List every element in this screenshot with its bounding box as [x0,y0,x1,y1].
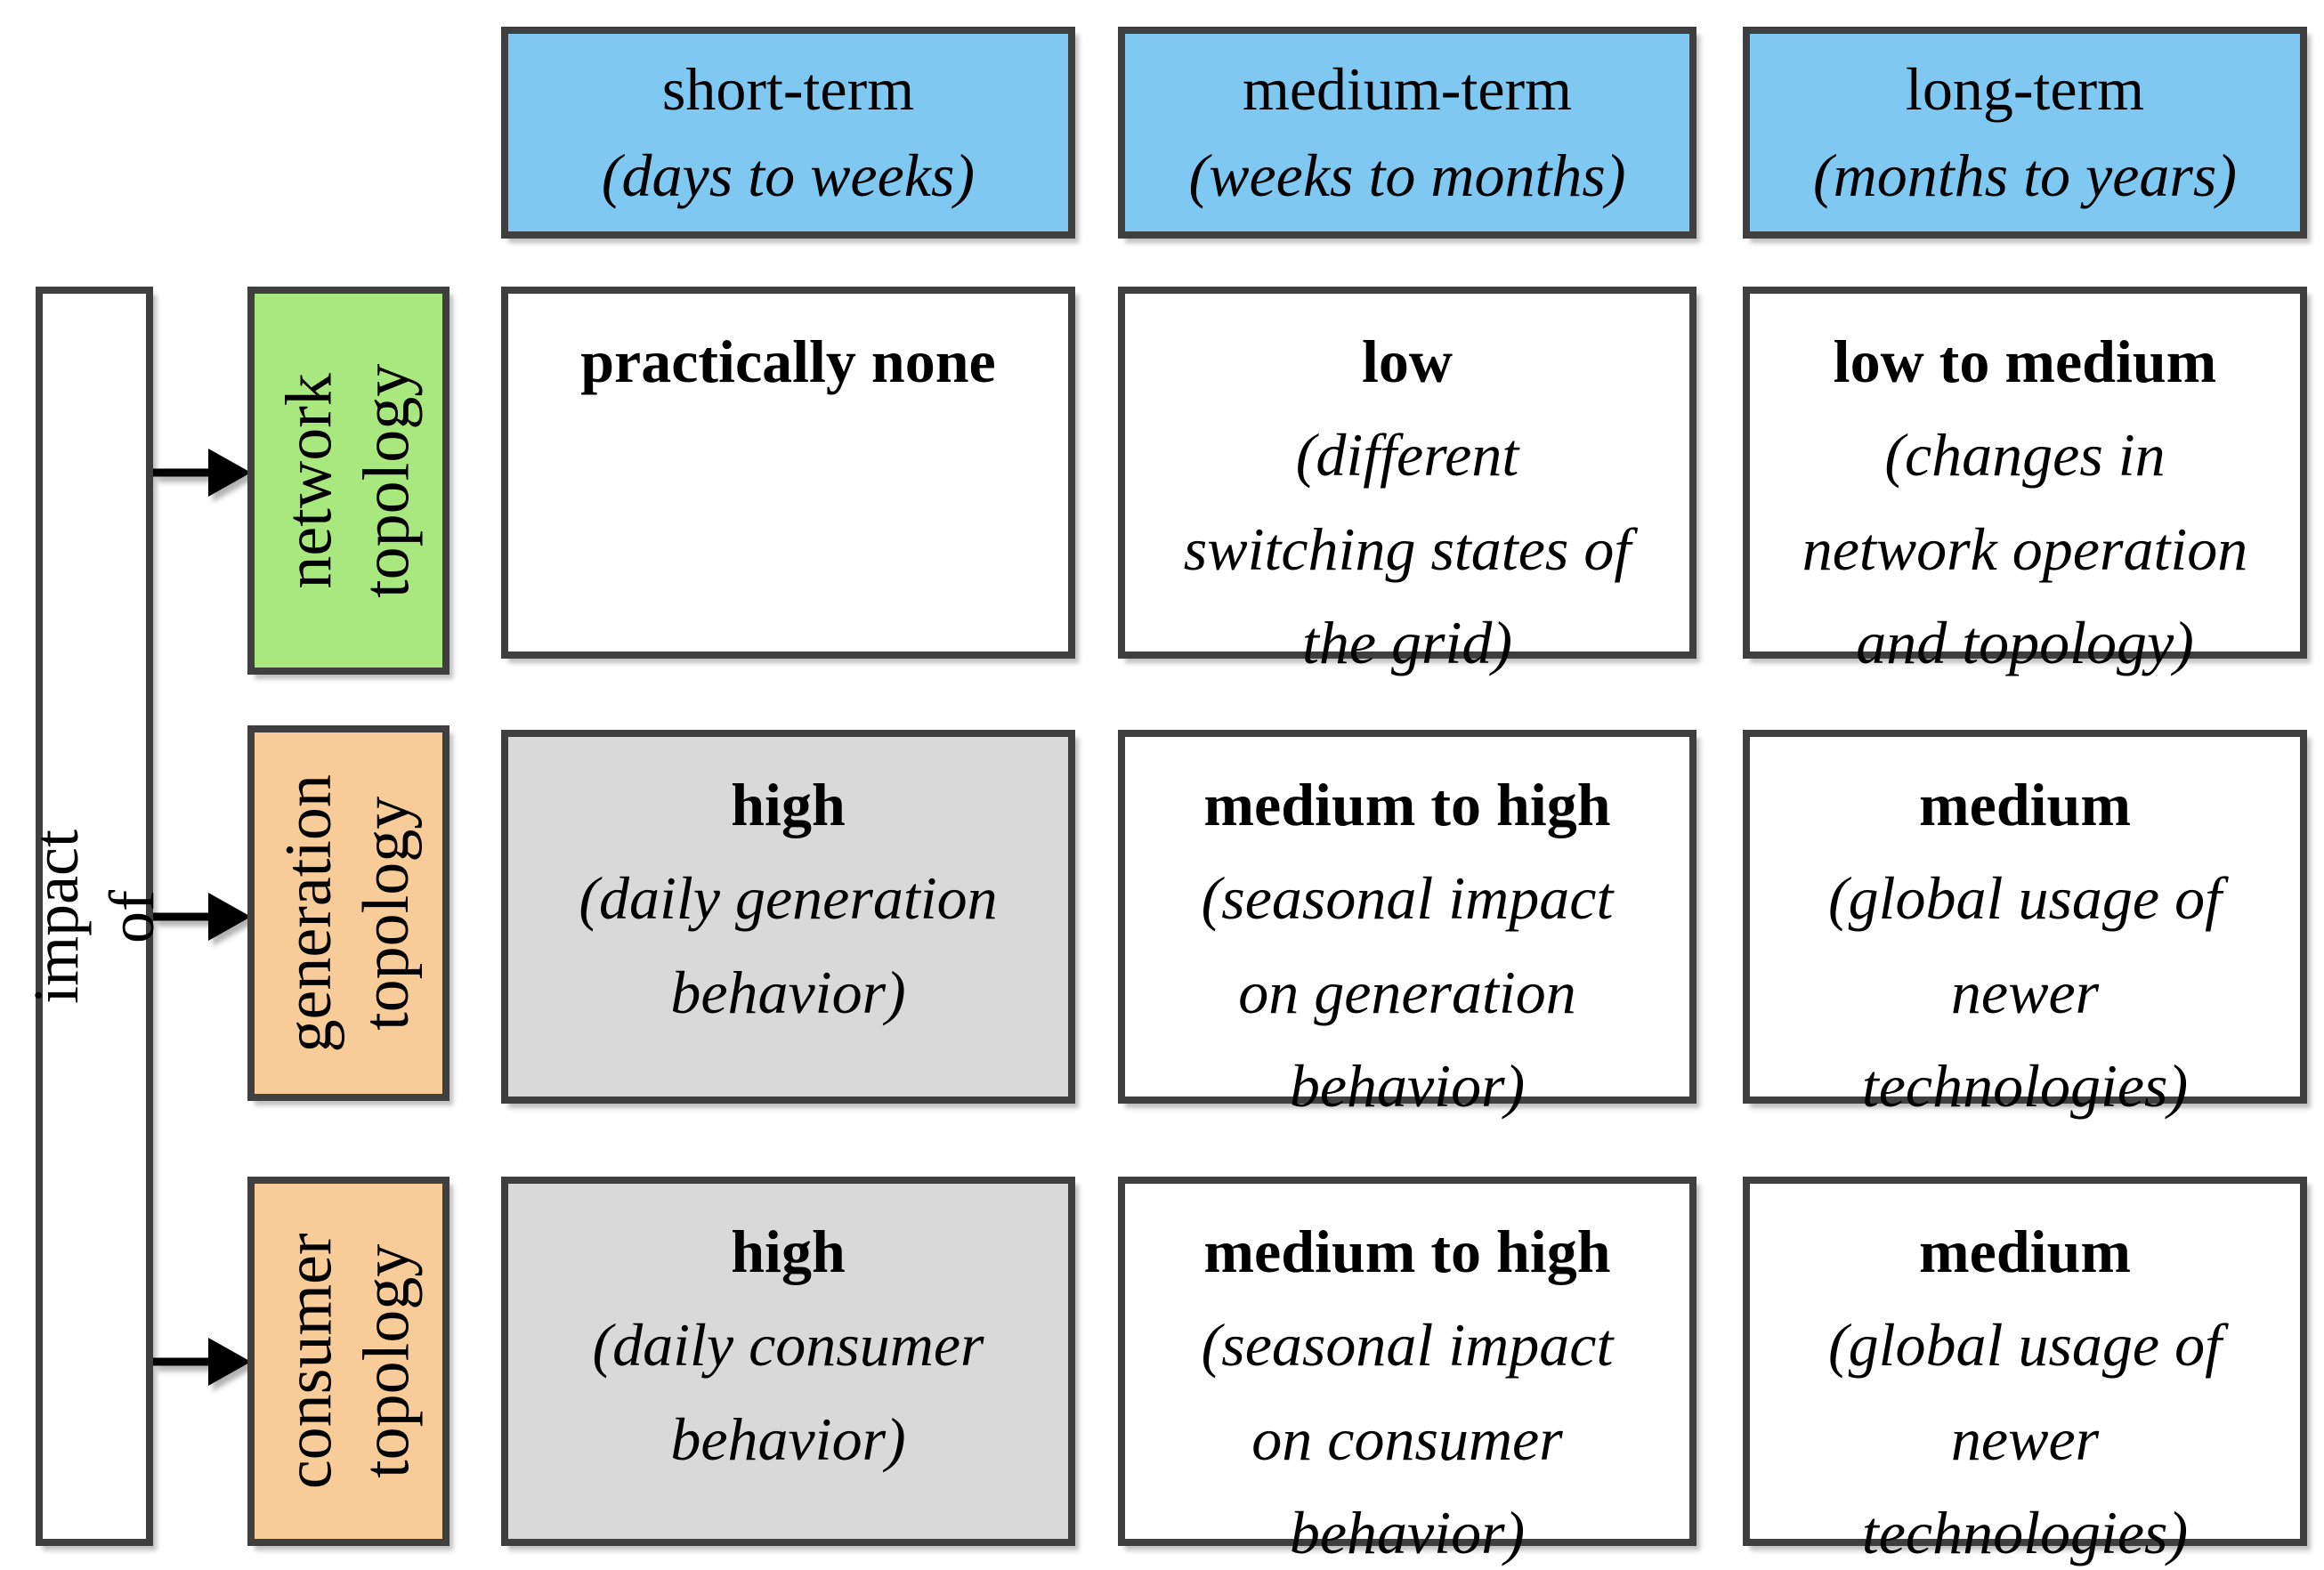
cell-level: low to medium [1833,328,2217,395]
arrow-head [208,449,251,497]
arrow-shaft [153,468,208,477]
cell-detail: (global usage of newer technologies) [1828,864,2222,1121]
cell-generation-long-term: medium (global usage of newer technologi… [1743,730,2307,1120]
cell-level: low [1362,328,1453,395]
cell-level: high [731,1218,846,1285]
cell-level: medium to high [1203,1218,1611,1285]
cell-consumer-short-term: high (daily consumer behavior) [501,1177,1075,1546]
row-header-label: consumer topology [272,1233,424,1490]
column-header-term: long-term [1905,55,2145,124]
row-header-label: generation topology [272,773,424,1053]
arrow-right-icon [153,441,251,504]
cell-detail: (changes in network operation and topolo… [1802,421,2248,677]
impact-of-box: impact of [20,287,167,1546]
cell-level: medium [1919,771,2131,838]
column-header-long-term: long-term (months to years) [1743,27,2307,239]
cell-generation-medium-term: medium to high (seasonal impact on gener… [1118,730,1696,1120]
impact-of-label: impact of [20,829,167,1004]
cell-level: practically none [580,328,996,395]
row-header-generation-topology: generation topology [247,725,449,1101]
column-header-term: medium-term [1242,55,1573,124]
cell-detail: (global usage of newer technologies) [1828,1311,2222,1567]
column-header-medium-term: medium-term (weeks to months) [1118,27,1696,239]
cell-detail: (daily generation behavior) [579,864,998,1026]
arrow-shaft [153,1357,208,1366]
cell-level: high [731,771,846,838]
column-header-range: (months to years) [1813,142,2237,209]
cell-generation-short-term: high (daily generation behavior) [501,730,1075,1104]
cell-consumer-long-term: medium (global usage of newer technologi… [1743,1177,2307,1566]
cell-level: medium [1919,1218,2131,1285]
arrow-right-icon [153,1331,251,1393]
column-header-range: (days to weeks) [601,142,976,209]
arrow-shaft [153,912,208,921]
arrow-head [208,1338,251,1386]
row-header-consumer-topology: consumer topology [247,1177,449,1546]
cell-network-medium-term: low (different switching states of the g… [1118,287,1696,676]
cell-network-short-term: practically none [501,287,1075,659]
cell-detail: (seasonal impact on consumer behavior) [1201,1311,1614,1567]
column-header-range: (weeks to months) [1188,142,1626,209]
row-header-network-topology: network topology [247,287,449,675]
cell-consumer-medium-term: medium to high (seasonal impact on consu… [1118,1177,1696,1566]
column-header-term: short-term [661,55,915,124]
cell-level: medium to high [1203,771,1611,838]
column-header-short-term: short-term (days to weeks) [501,27,1075,239]
arrow-right-icon [153,886,251,948]
cell-detail: (seasonal impact on generation behavior) [1201,864,1614,1121]
arrow-head [208,893,251,941]
cell-detail: (daily consumer behavior) [592,1311,984,1473]
cell-detail: (different switching states of the grid) [1183,421,1632,677]
cell-network-long-term: low to medium (changes in network operat… [1743,287,2307,676]
row-header-label: network topology [272,363,424,598]
